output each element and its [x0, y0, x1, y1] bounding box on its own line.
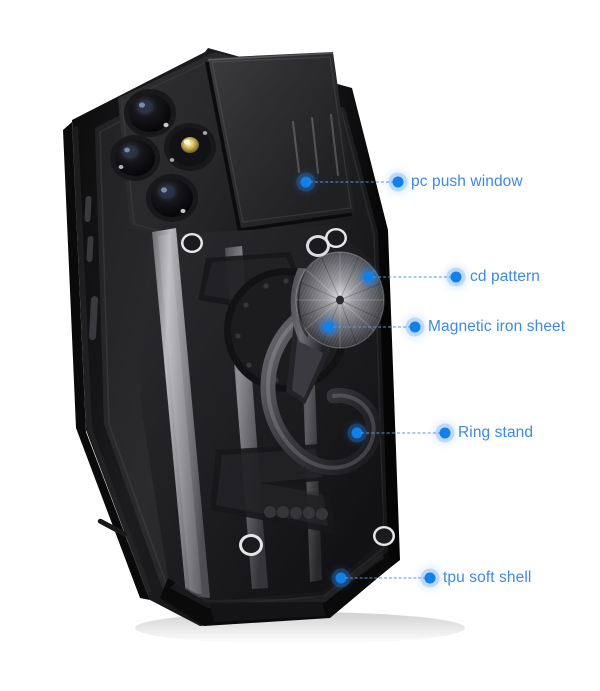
label-dot-tpu-soft-shell: [424, 572, 436, 584]
anchor-dot-tpu-soft-shell: [335, 572, 347, 584]
camera-slider-cover: [205, 52, 355, 232]
label-cd-pattern: cd pattern: [470, 268, 540, 285]
cd-pattern-disc: [290, 251, 385, 356]
leader-line-tpu-soft-shell: [345, 577, 426, 579]
anchor-dot-ring-stand: [351, 427, 363, 439]
label-dot-ring-stand: [439, 427, 451, 439]
label-dot-pc-push-window: [392, 176, 404, 188]
leader-line-pc-push-window: [310, 181, 394, 183]
leader-line-magnetic-iron-sheet: [333, 326, 411, 328]
label-pc-push-window: pc push window: [411, 173, 523, 190]
label-magnetic-iron-sheet: Magnetic iron sheet: [428, 318, 566, 335]
label-ring-stand: Ring stand: [458, 424, 534, 441]
leader-line-cd-pattern: [373, 276, 452, 278]
label-dot-cd-pattern: [450, 271, 462, 283]
label-tpu-soft-shell: tpu soft shell: [443, 569, 532, 586]
label-dot-magnetic-iron-sheet: [409, 321, 421, 333]
anchor-dot-pc-push-window: [300, 176, 312, 188]
leader-line-ring-stand: [361, 432, 441, 434]
anchor-dot-magnetic-iron-sheet: [323, 321, 335, 333]
anchor-dot-cd-pattern: [363, 271, 375, 283]
